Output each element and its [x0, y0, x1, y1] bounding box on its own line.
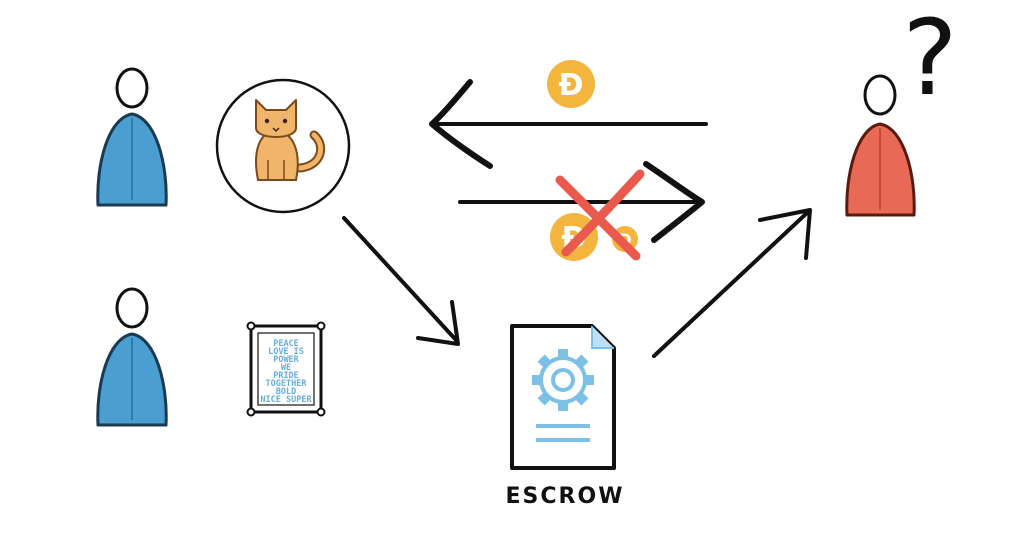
escrow-to-buyer-arrow [652, 208, 812, 358]
poster-line: PRIDE [273, 371, 299, 381]
coin-glyph: Ð [558, 68, 583, 103]
poster-line: WE [281, 363, 291, 373]
cross-icon [555, 169, 645, 261]
poster-line: PEACE [273, 339, 299, 349]
typography-poster-icon: PEACE LOVE IS POWER WE PRIDE TOGETHER BO… [246, 321, 326, 417]
seller-person-icon [96, 67, 168, 207]
second-person-icon [96, 287, 168, 427]
poster-line: NICE SUPER [260, 395, 312, 405]
escrow-label: ESCROW [505, 484, 625, 509]
cat-nft-icon [215, 78, 351, 214]
poster-line: LOVE IS [268, 347, 304, 357]
poster-line: POWER [273, 355, 299, 365]
coin-icon: Ð [547, 60, 595, 108]
seller-to-escrow-arrow [342, 216, 460, 346]
escrow-contract-document-icon [510, 324, 616, 470]
payment-arrow-to-seller [429, 79, 708, 169]
buyer-person-icon [845, 74, 916, 217]
poster-line: TOGETHER [266, 379, 308, 389]
question-mark: ? [902, 0, 958, 119]
gear-icon [532, 349, 594, 411]
poster-line: BOLD [276, 387, 296, 397]
